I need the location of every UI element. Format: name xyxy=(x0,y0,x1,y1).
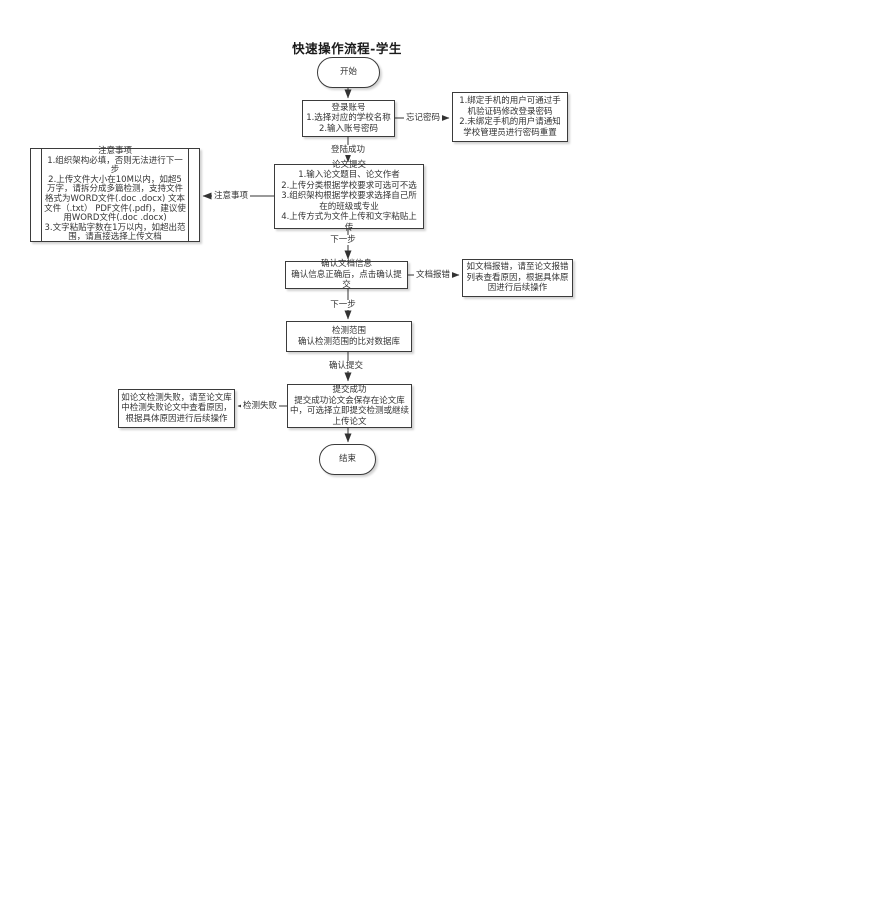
notes-item-3: 3.文字粘贴字数在1万以内，如超出范围，请直接选择上传文档 xyxy=(44,222,186,243)
forgot-note-item-1: 1.绑定手机的用户可通过手机验证码修改登录密码 xyxy=(459,96,561,117)
paper-submit-item-3: 3.组织架构根据学校要求选择自己所在的班级或专业 xyxy=(281,191,417,212)
edge-label-check-fail: 检测失败 xyxy=(240,401,280,411)
notes-left-bar xyxy=(41,149,42,241)
scope-title: 检测范围 xyxy=(331,326,366,336)
notes-item-1: 1.组织架构必填，否则无法进行下一步 xyxy=(47,155,183,176)
login-item-1: 1.选择对应的学校名称 xyxy=(306,113,391,124)
login-node: 登录账号 1.选择对应的学校名称 2.输入账号密码 xyxy=(302,100,395,137)
edge-label-next-step-1: 下一步 xyxy=(328,235,358,245)
login-item-2: 2.输入账号密码 xyxy=(318,123,379,134)
paper-submit-item-1: 1.输入论文题目、论文作者 xyxy=(298,170,400,181)
notes-node: 注意事项 1.组织架构必填，否则无法进行下一步 2.上传文件大小在10M以内，如… xyxy=(30,146,200,243)
scope-node: 检测范围 确认检测范围的比对数据库 xyxy=(286,321,412,352)
submit-success-node: 提交成功 提交成功论文会保存在论文库中，可选择立即提交检测或继续上传论文 xyxy=(287,384,412,428)
doc-error-note: 如文档报错，请至论文报错列表查看原因，根据具体原因进行后续操作 xyxy=(462,259,573,297)
edge-label-notes: 注意事项 xyxy=(211,191,251,201)
forgot-note-item-2: 2.未绑定手机的用户请通知学校管理员进行密码重置 xyxy=(459,117,561,138)
edge-label-login-success: 登陆成功 xyxy=(328,145,368,155)
start-node: 开始 xyxy=(317,57,380,88)
check-fail-note-text: 如论文检测失败，请至论文库中检测失败论文中查看原因，根据具体原因进行后续操作 xyxy=(121,392,232,424)
notes-title: 注意事项 xyxy=(97,146,132,157)
paper-submit-title: 论文提交 xyxy=(331,159,366,170)
page-title: 快速操作流程-学生 xyxy=(292,41,402,56)
check-fail-note: 如论文检测失败，请至论文库中检测失败论文中查看原因，根据具体原因进行后续操作 xyxy=(118,389,235,428)
notes-right-bar xyxy=(188,149,189,241)
end-label: 结束 xyxy=(338,454,356,465)
edge-label-doc-error: 文档报错 xyxy=(413,270,453,280)
doc-error-note-text: 如文档报错，请至论文报错列表查看原因，根据具体原因进行后续操作 xyxy=(466,262,569,294)
start-label: 开始 xyxy=(339,67,357,78)
confirm-info-node: 确认文档信息 确认信息正确后，点击确认提交 xyxy=(285,259,408,291)
login-title: 登录账号 xyxy=(331,102,366,113)
forgot-password-note: 1.绑定手机的用户可通过手机验证码修改登录密码 2.未绑定手机的用户请通知学校管… xyxy=(452,92,568,142)
paper-submit-item-2: 2.上传分类根据学校要求可选可不选 xyxy=(281,180,417,191)
paper-submit-node: 论文提交 1.输入论文题目、论文作者 2.上传分类根据学校要求可选可不选 3.组… xyxy=(274,160,424,233)
scope-item-1: 确认检测范围的比对数据库 xyxy=(297,336,400,347)
submit-success-item-1: 提交成功论文会保存在论文库中，可选择立即提交检测或继续上传论文 xyxy=(290,395,410,427)
edge-label-confirm-submit: 确认提交 xyxy=(326,361,366,371)
edge-label-forgot-password: 忘记密码 xyxy=(403,113,443,123)
confirm-info-item-1: 确认信息正确后，点击确认提交 xyxy=(291,269,402,291)
end-node: 结束 xyxy=(319,444,376,475)
edge-label-next-step-2: 下一步 xyxy=(328,300,358,310)
confirm-info-title: 确认文档信息 xyxy=(320,259,372,270)
submit-success-title: 提交成功 xyxy=(332,385,367,395)
notes-item-2: 2.上传文件大小在10M以内，如超5万字，请拆分成多篇检测，支持文件格式为WOR… xyxy=(44,174,186,224)
paper-submit-item-4: 4.上传方式为文件上传和文字粘贴上传 xyxy=(281,212,417,233)
